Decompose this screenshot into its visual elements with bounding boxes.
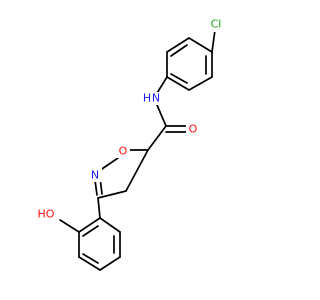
molecule-structure: Cl H N O O N HO (33, 17, 226, 271)
atom-labels: Cl H N O O N HO (33, 18, 226, 222)
atom-label-h: H (143, 92, 151, 105)
bond (147, 125, 167, 151)
bond (97, 190, 127, 199)
bond (188, 37, 213, 53)
bond (125, 149, 149, 192)
bond (59, 219, 80, 233)
bond (188, 76, 213, 91)
atom-oh: HO (33, 206, 59, 222)
bond (78, 217, 101, 233)
bond (211, 29, 216, 53)
bond (170, 73, 188, 84)
bond (94, 179, 98, 196)
bond (166, 37, 190, 53)
atom-nh: H N (143, 92, 163, 105)
atom-label-cl: Cl (211, 18, 222, 31)
bond (82, 253, 99, 264)
bond (99, 256, 121, 271)
atom-o-carbonyl: O (186, 121, 200, 137)
bonds (59, 29, 216, 271)
atom-cl: Cl (206, 18, 226, 32)
bond (166, 76, 190, 91)
atom-n-ring: N (88, 167, 102, 182)
atom-label-o-carbonyl: O (189, 123, 198, 136)
bond (82, 225, 99, 237)
bond (97, 197, 101, 219)
bond (78, 256, 101, 271)
bond (170, 44, 188, 57)
atom-o-ring: O (116, 143, 130, 158)
bond (99, 217, 121, 233)
atom-label-oh: HO (38, 208, 55, 221)
atom-label-n-ring: N (91, 169, 99, 182)
atom-label-o-ring: O (119, 145, 128, 158)
atom-label-n: N (152, 92, 160, 105)
